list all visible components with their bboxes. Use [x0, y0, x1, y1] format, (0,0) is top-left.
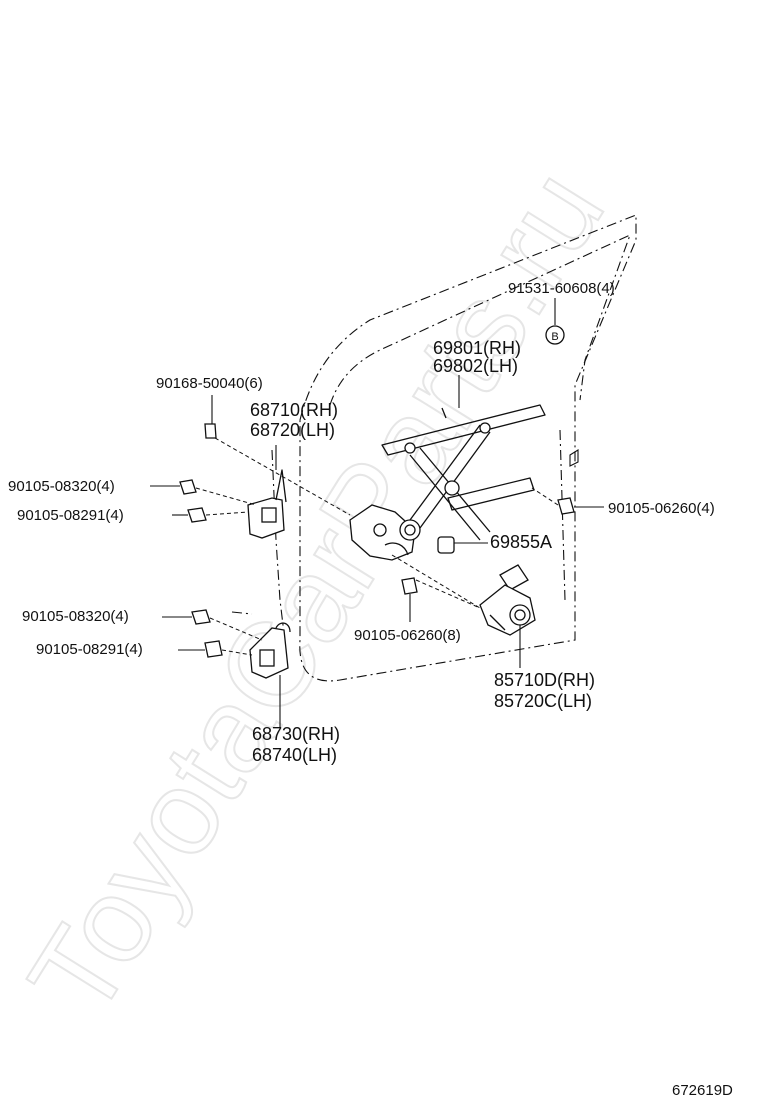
- label-90105-08291-upper: 90105-08291(4): [17, 507, 124, 524]
- label-85720c-lh: 85720C(LH): [494, 691, 592, 711]
- leader-lines: [150, 298, 604, 728]
- door-outline: [231, 214, 637, 682]
- hinge-upper: [247, 469, 287, 539]
- hinge-lower: [249, 622, 291, 679]
- label-90105-08320-lower: 90105-08320(4): [22, 608, 129, 625]
- label-68720-lh: 68720(LH): [250, 420, 335, 440]
- svg-text:B: B: [551, 331, 558, 343]
- label-69801-rh: 69801(RH): [433, 338, 521, 358]
- label-90168-50040: 90168-50040(6): [156, 375, 263, 392]
- label-90105-08291-lower: 90105-08291(4): [36, 641, 143, 658]
- window-regulator: [349, 404, 546, 561]
- label-90105-06260-four: 90105-06260(4): [608, 500, 715, 517]
- label-69802-lh: 69802(LH): [433, 356, 518, 376]
- diagram-id: 672619D: [672, 1082, 733, 1099]
- label-68730-rh: 68730(RH): [252, 724, 340, 744]
- label-68710-rh: 68710(RH): [250, 400, 338, 420]
- label-90105-08320-upper: 90105-08320(4): [8, 478, 115, 495]
- label-91531-60608: 91531-60608(4): [508, 280, 615, 297]
- power-window-motor: [479, 564, 536, 636]
- label-90105-06260-eight: 90105-06260(8): [354, 627, 461, 644]
- label-69855a: 69855A: [490, 532, 552, 552]
- bolt-icons: [179, 423, 575, 658]
- label-85710d-rh: 85710D(RH): [494, 670, 595, 690]
- reference-marker-b: B: [545, 325, 565, 345]
- part-69855a-nut: [437, 536, 455, 554]
- label-68740-lh: 68740(LH): [252, 745, 337, 765]
